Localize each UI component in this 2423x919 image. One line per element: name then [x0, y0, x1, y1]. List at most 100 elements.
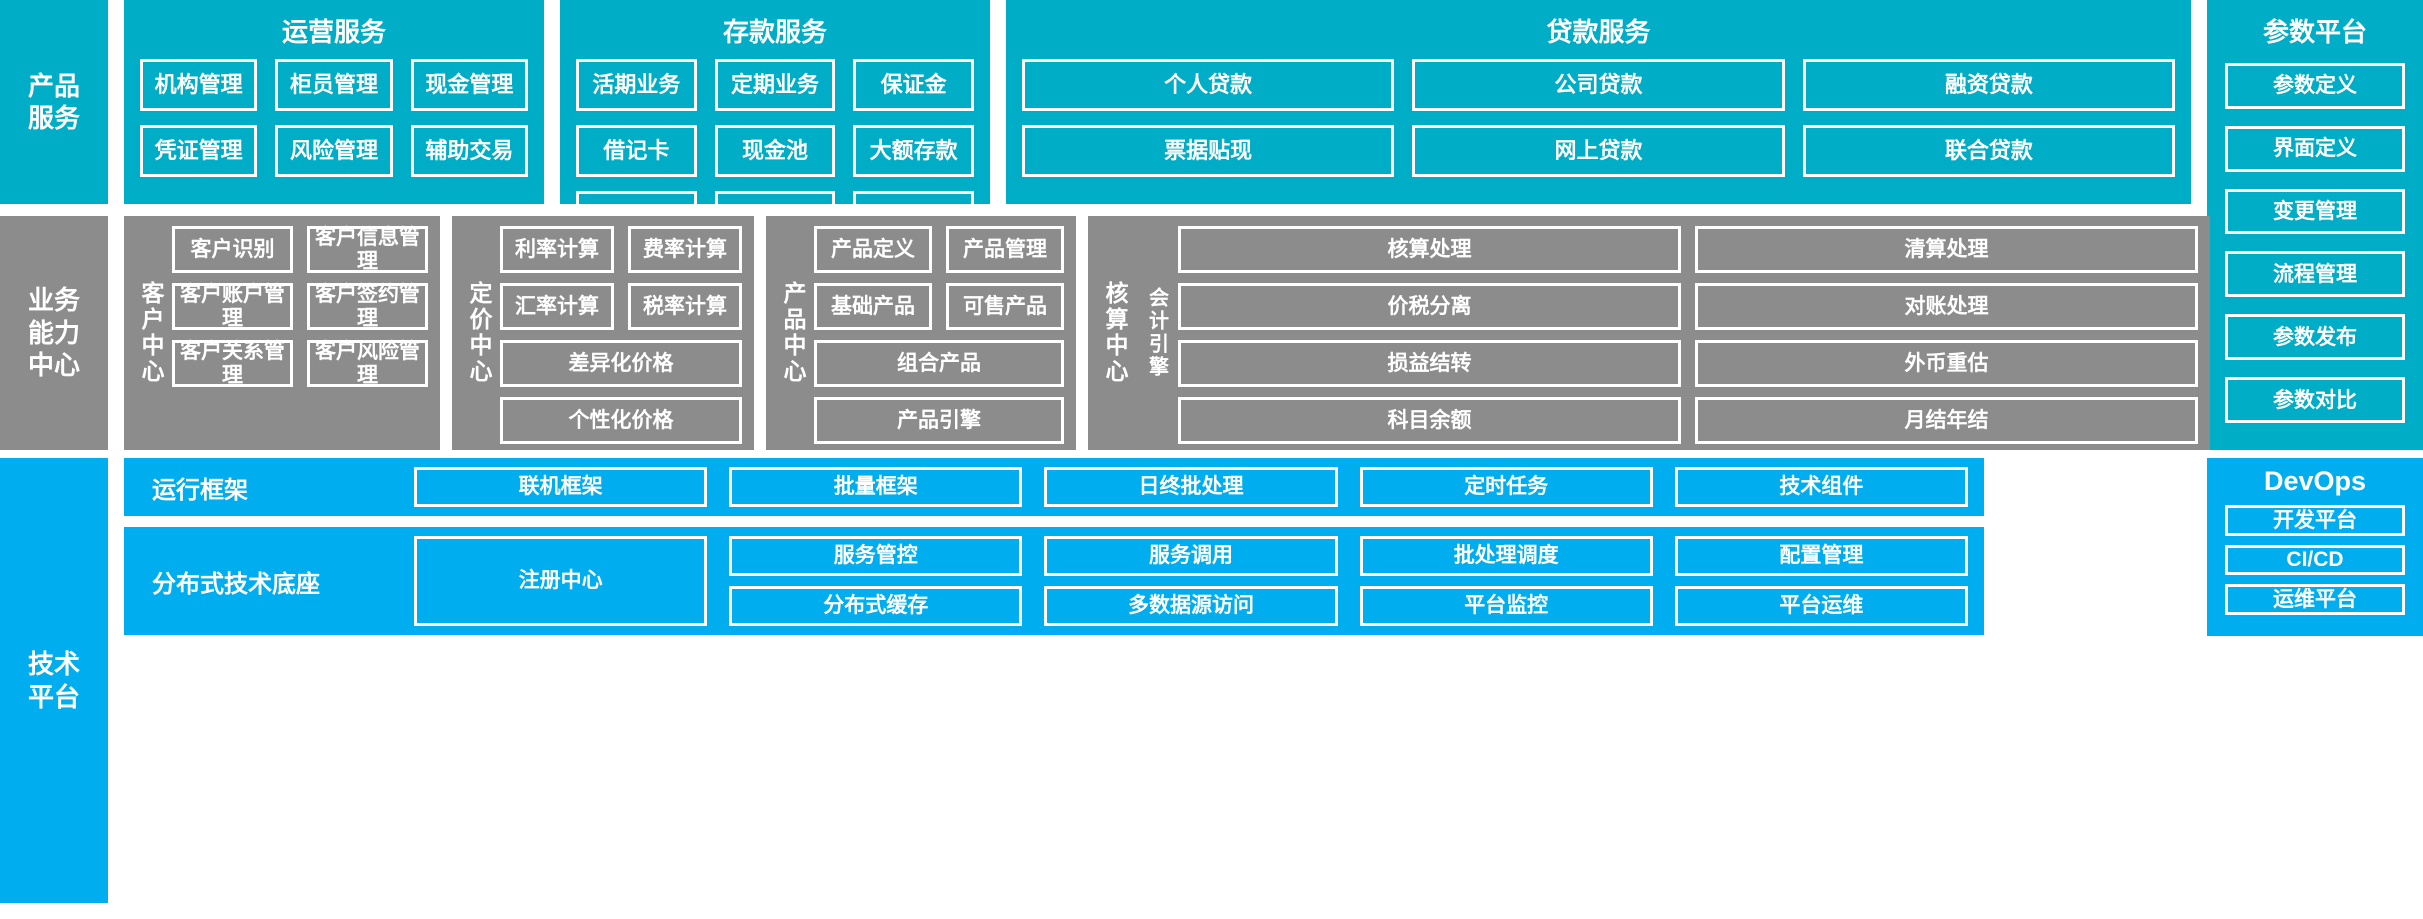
capability-tile[interactable]: 个性化价格 [500, 397, 742, 444]
technology-platform-row: 技术 平台 运行框架 联机框架 批量框架 日终批处理 定时任务 技术组件 分布式… [0, 458, 2423, 919]
parameter-tile[interactable]: 参数对比 [2225, 377, 2405, 423]
tech-tile[interactable]: 技术组件 [1674, 467, 1968, 507]
service-tile[interactable]: 现金管理 [410, 59, 528, 111]
capability-tile[interactable]: 差异化价格 [500, 340, 742, 387]
group-title: 运营服务 [281, 17, 386, 47]
service-tile[interactable]: 联合贷款 [1802, 125, 2175, 177]
parameter-tile[interactable]: 参数定义 [2225, 63, 2405, 109]
capability-tile[interactable]: 税率计算 [628, 283, 742, 330]
tech-tile[interactable]: 多数据源访问 [1044, 586, 1338, 626]
capability-tile[interactable]: 客户识别 [172, 226, 293, 273]
center-product: 产品中心 产品定义 产品管理 基础产品 可售产品 组合产品 产品引擎 [766, 216, 1076, 450]
tech-tile[interactable]: 日终批处理 [1044, 467, 1338, 507]
band-name: 分布式技术底座 [152, 570, 320, 598]
capability-tile[interactable]: 基础产品 [814, 283, 932, 330]
band-name: 运行框架 [152, 476, 248, 504]
band-label-line: 能力 [27, 317, 80, 348]
devops-tile[interactable]: 运维平台 [2225, 584, 2405, 616]
service-tile[interactable]: 定期业务 [714, 59, 836, 111]
tech-tile[interactable]: 联机框架 [414, 467, 708, 507]
capability-tile[interactable]: 汇率计算 [500, 283, 614, 330]
center-accounting: 核算中心 会计引擎 核算处理 清算处理 价税分离 对账处理 损益结转 [1088, 216, 2210, 647]
band-label-line: 服务 [27, 103, 80, 133]
service-tile[interactable]: 借记卡 [576, 125, 697, 177]
capability-tile[interactable]: 可售产品 [946, 283, 1064, 330]
capability-tile[interactable]: 组合产品 [814, 340, 1064, 387]
band-distributed-tech-base: 分布式技术底座 注册中心 服务管控 服务调用 批处理调度 配置管理 分布式缓存 … [124, 527, 1984, 635]
tech-tile[interactable]: 平台监控 [1359, 586, 1653, 626]
center-vertical-label: 核算中心 [1102, 281, 1128, 385]
parameter-tile[interactable]: 变更管理 [2225, 188, 2405, 235]
band-label-line: 中心 [27, 350, 80, 381]
business-capability-row: 业务 能力 中心 客户中心 客户识别 客户信息管理 客户账户管理 客户签约管理 … [0, 216, 2423, 647]
capability-tile[interactable]: 科目余额 [1178, 397, 1681, 444]
devops-column: DevOps 开发平台 CI/CD 运维平台 [2207, 458, 2423, 636]
band-runtime-framework: 运行框架 联机框架 批量框架 日终批处理 定时任务 技术组件 [124, 458, 1984, 516]
capability-tile[interactable]: 客户关系管理 [172, 340, 293, 387]
tech-tile-registry[interactable]: 注册中心 [414, 536, 708, 626]
service-tile[interactable]: 融资贷款 [1802, 59, 2175, 111]
band-label-line: 产品 [27, 70, 80, 101]
devops-tile[interactable]: 开发平台 [2225, 505, 2405, 536]
technology-platform-band-label: 技术 平台 [0, 458, 108, 903]
group-operations-services: 运营服务 机构管理 柜员管理 现金管理 凭证管理 风险管理 辅助交易 [124, 0, 544, 204]
subgroup-vertical-label-accounting-engine: 会计引擎 [1145, 287, 1168, 379]
capability-tile[interactable]: 损益结转 [1178, 340, 1681, 387]
tech-tile[interactable]: 分布式缓存 [729, 586, 1023, 626]
band-label-line: 平台 [27, 681, 80, 712]
service-tile[interactable]: 凭证管理 [140, 125, 258, 177]
capability-tile[interactable]: 利率计算 [500, 226, 614, 273]
group-tiles: 机构管理 柜员管理 现金管理 凭证管理 风险管理 辅助交易 [140, 59, 528, 177]
parameter-tile[interactable]: 参数发布 [2225, 314, 2405, 361]
service-tile[interactable]: 大额存款 [853, 125, 974, 177]
service-tile[interactable]: 个人贷款 [1022, 59, 1395, 111]
parameter-tile[interactable]: 界面定义 [2225, 125, 2405, 172]
capability-tile[interactable]: 清算处理 [1695, 226, 2198, 273]
group-title: 存款服务 [722, 17, 827, 47]
center-vertical-label: 客户中心 [138, 281, 164, 385]
tech-tile[interactable]: 配置管理 [1674, 536, 1968, 576]
business-capability-band-label: 业务 能力 中心 [0, 216, 108, 450]
tech-tile[interactable]: 定时任务 [1359, 467, 1653, 507]
capability-tile[interactable]: 客户签约管理 [307, 283, 428, 330]
capability-tile[interactable]: 客户风险管理 [307, 340, 428, 387]
capability-tile[interactable]: 价税分离 [1178, 283, 1681, 330]
product-services-row: 产品 服务 运营服务 机构管理 柜员管理 现金管理 凭证管理 风险管理 辅助交易… [0, 0, 2423, 243]
capability-tile[interactable]: 月结年结 [1695, 397, 2198, 444]
capability-tile[interactable]: 客户账户管理 [172, 283, 293, 330]
capability-tile[interactable]: 产品定义 [814, 226, 932, 273]
capability-tile[interactable]: 对账处理 [1695, 283, 2198, 330]
capability-tile[interactable]: 费率计算 [628, 226, 742, 273]
group-tiles: 个人贷款 公司贷款 融资贷款 票据贴现 网上贷款 联合贷款 [1022, 59, 2175, 177]
devops-tile[interactable]: CI/CD [2225, 544, 2405, 576]
band-label-line: 技术 [27, 649, 80, 679]
center-customer: 客户中心 客户识别 客户信息管理 客户账户管理 客户签约管理 客户关系管理 客户… [124, 216, 440, 450]
service-tile[interactable]: 活期业务 [576, 59, 697, 111]
parameter-platform-title: 参数平台 [2262, 17, 2367, 47]
service-tile[interactable]: 柜员管理 [275, 59, 393, 111]
capability-tile[interactable]: 客户信息管理 [307, 226, 428, 273]
service-tile[interactable]: 风险管理 [275, 125, 393, 177]
service-tile[interactable]: 现金池 [714, 125, 836, 177]
center-vertical-label: 产品中心 [780, 281, 806, 385]
service-tile[interactable]: 公司贷款 [1412, 59, 1785, 111]
capability-tile[interactable]: 核算处理 [1178, 226, 1681, 273]
service-tile[interactable]: 保证金 [853, 59, 974, 111]
service-tile[interactable]: 辅助交易 [410, 125, 528, 177]
parameter-tile[interactable]: 流程管理 [2225, 251, 2405, 298]
service-tile[interactable]: 机构管理 [140, 59, 258, 111]
tech-tile[interactable]: 批量框架 [729, 467, 1023, 507]
tech-tile[interactable]: 平台运维 [1674, 586, 1968, 626]
service-tile[interactable]: 网上贷款 [1412, 125, 1785, 177]
capability-tile[interactable]: 外币重估 [1695, 340, 2198, 387]
tech-tile[interactable]: 批处理调度 [1359, 536, 1653, 576]
capability-tile[interactable]: 产品管理 [946, 226, 1064, 273]
service-tile[interactable]: 票据贴现 [1022, 125, 1395, 177]
band-label-line: 业务 [27, 285, 80, 316]
capability-tile[interactable]: 产品引擎 [814, 397, 1064, 444]
devops-title: DevOps [2263, 466, 2367, 496]
tech-tile[interactable]: 服务调用 [1044, 536, 1338, 576]
product-services-band-label: 产品 服务 [0, 0, 108, 204]
tech-tile[interactable]: 服务管控 [729, 536, 1023, 576]
